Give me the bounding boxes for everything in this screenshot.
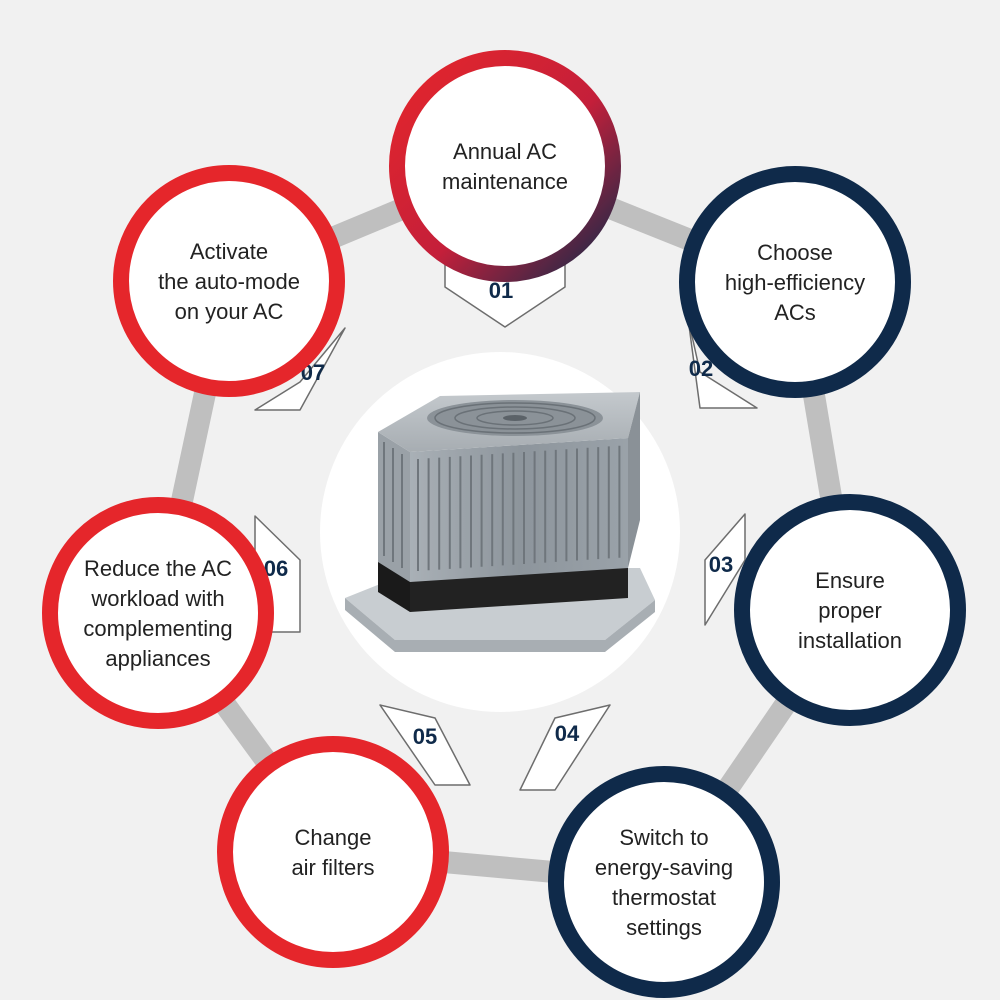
step-circle-07 bbox=[113, 165, 345, 397]
step-arrow-04 bbox=[519, 704, 611, 791]
center-image-circle bbox=[320, 352, 680, 712]
step-number-05: 05 bbox=[413, 724, 437, 749]
step-label-line: Reduce the AC bbox=[84, 556, 232, 581]
step-label-line: Switch to bbox=[619, 825, 708, 850]
step-arrow-05 bbox=[379, 704, 471, 786]
step-circle-03 bbox=[734, 494, 966, 726]
step-arrow-02 bbox=[687, 317, 758, 409]
step-label-line: installation bbox=[798, 628, 902, 653]
step-07: Activate the auto-mode on your AC bbox=[113, 165, 345, 397]
step-05: Change air filters bbox=[217, 736, 449, 968]
step-label-line: thermostat bbox=[612, 885, 716, 910]
step-label-line: the auto-mode bbox=[158, 269, 300, 294]
step-label-line: appliances bbox=[105, 646, 210, 671]
step-circle-06 bbox=[42, 497, 274, 729]
step-label-line: proper bbox=[818, 598, 882, 623]
step-arrow-03 bbox=[704, 513, 746, 626]
step-label-line: on your AC bbox=[175, 299, 284, 324]
step-label-line: high-efficiency bbox=[725, 270, 865, 295]
step-circle-02 bbox=[679, 166, 911, 398]
step-label-line: Annual AC bbox=[453, 139, 557, 164]
step-label-line: complementing bbox=[83, 616, 232, 641]
step-arrow-07 bbox=[254, 327, 346, 411]
step-label-line: energy-saving bbox=[595, 855, 733, 880]
step-label-line: ACs bbox=[774, 300, 816, 325]
step-circle-01 bbox=[389, 50, 621, 282]
step-label-line: settings bbox=[626, 915, 702, 940]
air-conditioner-unit-image bbox=[345, 392, 655, 652]
step-number-04: 04 bbox=[555, 721, 580, 746]
step-label-line: air filters bbox=[291, 855, 374, 880]
step-label-line: Ensure bbox=[815, 568, 885, 593]
step-number-01: 01 bbox=[489, 278, 513, 303]
step-circle-05 bbox=[217, 736, 449, 968]
step-number-03: 03 bbox=[709, 552, 733, 577]
step-03: Ensure proper installation bbox=[734, 494, 966, 726]
step-label-line: Change bbox=[294, 825, 371, 850]
step-06: Reduce the AC workload with complementing a… bbox=[42, 497, 274, 729]
step-01: Annual AC maintenance bbox=[389, 50, 621, 282]
step-label-line: maintenance bbox=[442, 169, 568, 194]
step-label-line: workload with bbox=[90, 586, 224, 611]
step-04: Switch to energy-saving thermostat settings bbox=[548, 766, 780, 998]
step-label-line: Activate bbox=[190, 239, 268, 264]
step-circle-04 bbox=[548, 766, 780, 998]
step-number-02: 02 bbox=[689, 356, 713, 381]
step-label-line: Choose bbox=[757, 240, 833, 265]
